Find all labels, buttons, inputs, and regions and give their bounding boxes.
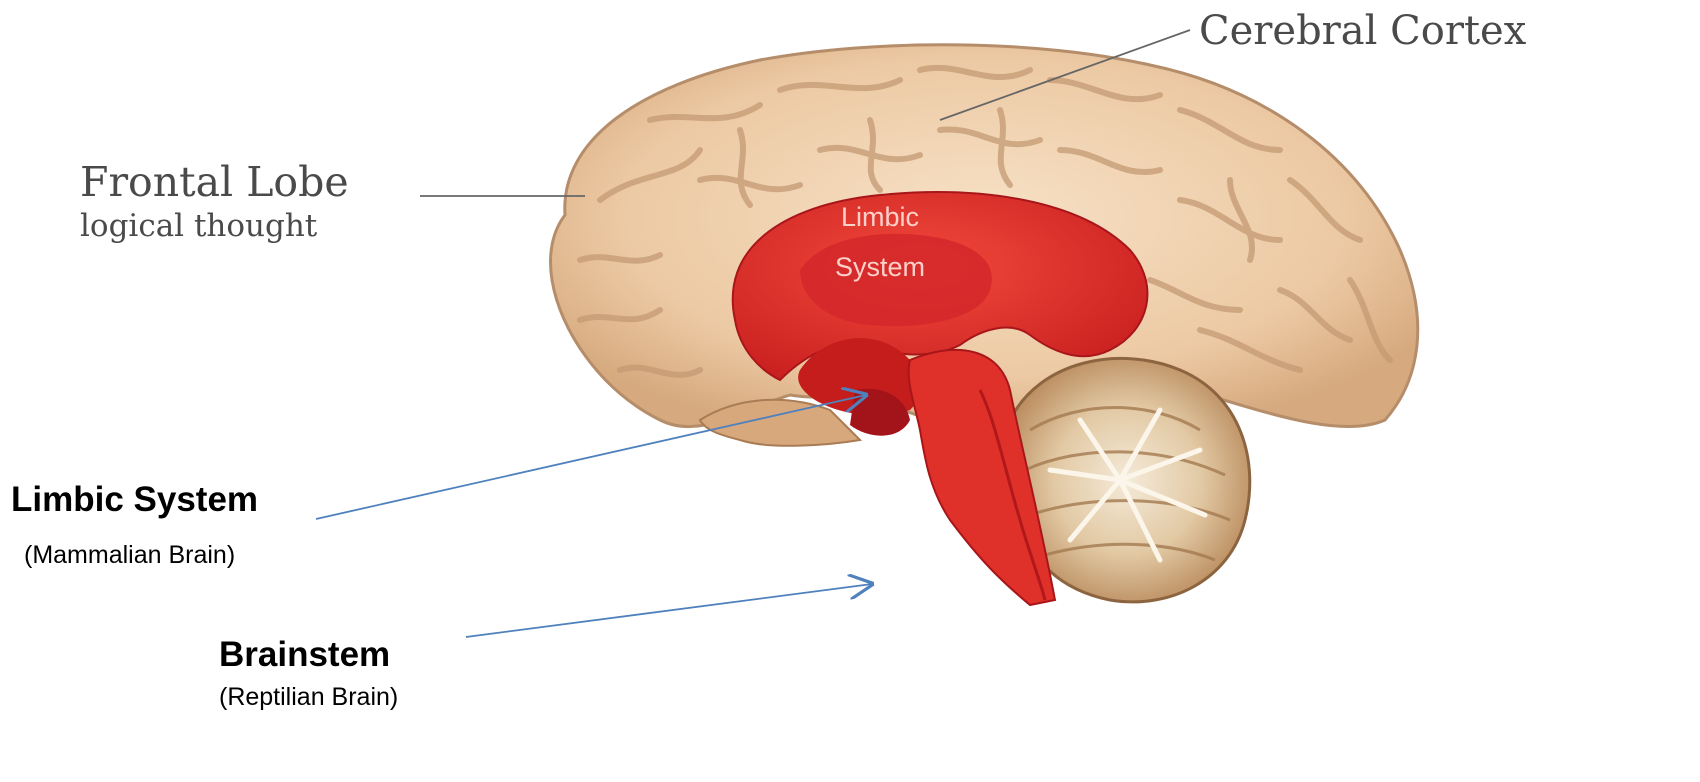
limbic-system-arrow <box>316 395 866 519</box>
limbic-inner-label-line1: Limbic <box>841 202 919 232</box>
cerebral-cortex-label: Cerebral Cortex <box>1199 8 1526 54</box>
limbic-inner-label-line2: System <box>835 252 925 282</box>
brainstem-arrow <box>466 584 872 637</box>
brainstem-label: Brainstem <box>219 635 390 675</box>
limbic-system-label: Limbic System <box>11 480 258 520</box>
brainstem-sublabel: (Reptilian Brain) <box>219 683 398 712</box>
frontal-lobe-sublabel: logical thought <box>80 208 317 244</box>
limbic-system-sublabel: (Mammalian Brain) <box>24 541 235 570</box>
frontal-lobe-label: Frontal Lobe <box>80 158 349 206</box>
